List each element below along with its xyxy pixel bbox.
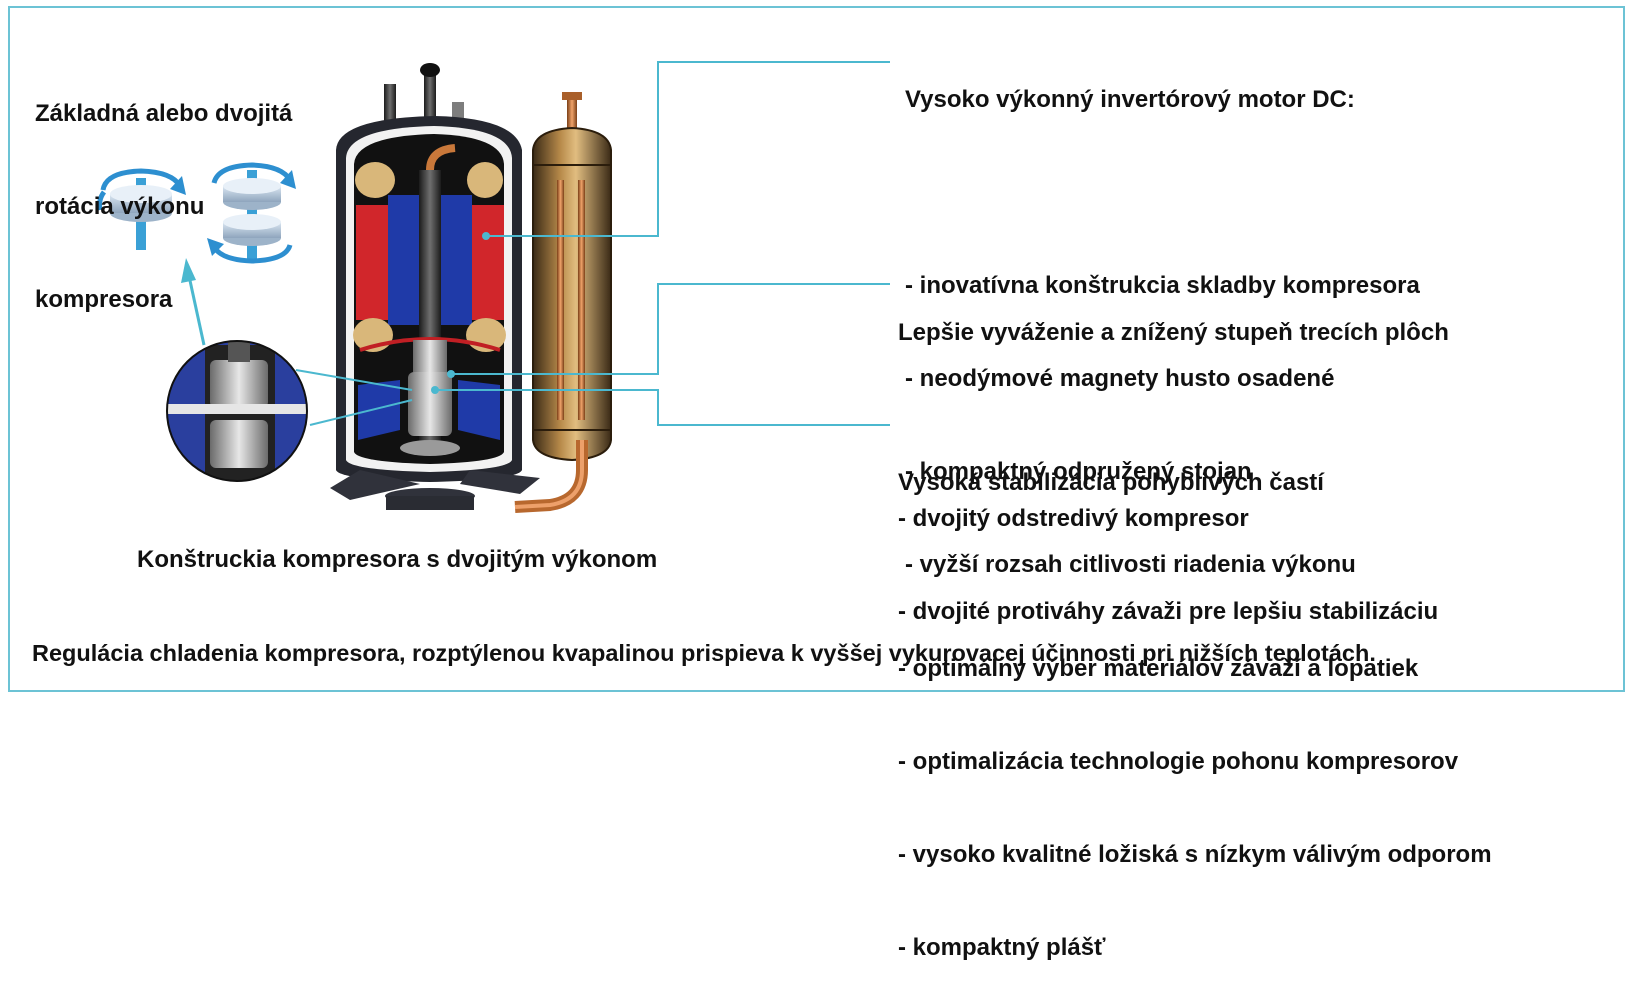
zoom-arrow [181,258,206,346]
zoom-circle-border [166,340,308,482]
motor-heading: Vysoko výkonný invertórový motor DC: [905,86,1355,113]
stabilization-item: - vysoko kvalitné ložiská s nízkym váliv… [898,841,1492,868]
stabilization-heading: Vysoká stabilizácia pohyblivých častí [898,469,1324,496]
motor-item: - kompaktný odpružený stojan [905,458,1252,485]
stabilization-item: - kompaktný plášť [898,934,1106,961]
motor-item: - neodýmové magnety husto osadené [905,365,1335,392]
zoom-connector [295,369,413,426]
stabilization-item: - optimalizácia technologie pohonu kompr… [898,748,1459,775]
footer-note: Regulácia chladenia kompresora, rozptýle… [32,640,1376,666]
single-rotation-icon [97,168,186,250]
rotation-title-line: Základná alebo dvojitá [35,100,293,127]
motor-item: - inovatívna konštrukcia skladby kompres… [905,272,1420,299]
compressor-body [330,116,540,510]
balance-item: - dvojitý odstredivý kompresor [898,505,1249,532]
compressor-top-pipes [384,63,464,124]
rotation-title-line: kompresora [35,286,173,313]
stabilization-item: - optimálny výber materiálov závaží a lo… [898,655,1419,682]
diagram-frame [8,6,1625,692]
callout-lines [431,61,890,426]
compressor-caption: Konštruckia kompresora s dvojitým výkono… [137,546,658,573]
motor-item: - vyžší rozsah citlivosti riadenia výkon… [905,551,1356,578]
balance-item: - dvojité protiváhy závaži pre lepšiu st… [898,598,1439,625]
dual-rotation-icon [207,162,296,264]
stabilization-block: Vysoká stabilizácia pohyblivých častí - … [898,405,1492,994]
rotation-title-line: rotácia výkonu [35,193,205,220]
rotation-title: Základná alebo dvojitá rotácia výkonu ko… [35,36,292,346]
zoom-detail-circle [167,341,307,481]
balance-heading: Lepšie vyváženie a znížený stupeň trecíc… [898,319,1449,346]
accumulator-tank [514,92,612,513]
balance-block: Lepšie vyváženie a znížený stupeň trecíc… [898,255,1449,658]
compressor-illustration [97,61,890,513]
motor-block: Vysoko výkonný invertórový motor DC: - i… [905,22,1420,611]
